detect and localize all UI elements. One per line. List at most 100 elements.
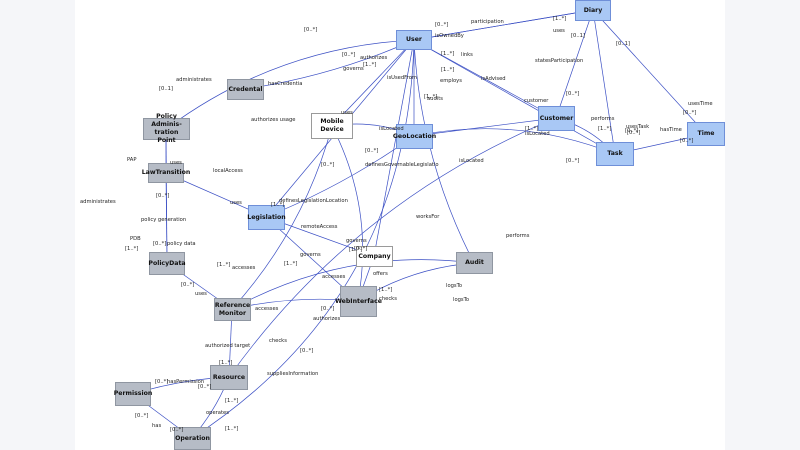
edge-label: [0..*] <box>680 138 694 144</box>
edge-User-Audit <box>413 39 475 264</box>
edge-Diary-Time <box>592 9 707 135</box>
edge-label: performs <box>506 233 530 239</box>
edge-label: [0..*] <box>321 162 335 168</box>
edge-label: employs <box>440 78 462 84</box>
edge-label: governs <box>343 66 364 72</box>
node-permission[interactable]: Permission <box>114 382 152 406</box>
edge-label: uses <box>553 28 565 34</box>
edge-label: hasPermission <box>167 379 205 385</box>
node-credential[interactable]: Credental <box>227 79 264 100</box>
edge-label: [0..1] <box>159 86 173 92</box>
edge-label: administrates <box>80 199 116 205</box>
edge-label: statesParticipation <box>535 58 584 64</box>
edge-label: [0..*] <box>153 241 167 247</box>
node-company[interactable]: Company <box>356 246 393 267</box>
edge-label: isOwnedBy <box>435 33 464 39</box>
node-policy-data[interactable]: PolicyData <box>148 252 186 275</box>
edge-label: isUsedFrom <box>387 75 417 81</box>
edge-label: [0..*] <box>170 427 184 433</box>
edge-label: governs <box>300 252 321 258</box>
edge-label: isLocated <box>459 158 484 164</box>
edge-label: [1..*] <box>219 360 233 366</box>
node-law-transition[interactable]: LawTransition <box>142 163 190 183</box>
edge-label: offers <box>373 271 388 277</box>
edge-User-Credential <box>244 39 415 90</box>
node-reference-monitor[interactable]: Reference Monitor <box>214 298 251 321</box>
edge-Diary-Customer <box>555 9 594 119</box>
edge-label: isLocated <box>525 131 550 137</box>
edge-label: has <box>152 423 162 429</box>
edge-label: [0..*] <box>198 384 212 390</box>
edge-label: authorizes <box>313 316 341 322</box>
edge-label: governs <box>346 238 367 244</box>
edge-label: [1..*] <box>379 287 393 293</box>
node-resource[interactable]: Resource <box>210 365 248 390</box>
edge-label: [0..*] <box>342 52 356 58</box>
edge-label: hasCredentia <box>268 81 303 87</box>
node-diary[interactable]: Diary <box>575 0 611 21</box>
edge-label: [0..*] <box>566 91 580 97</box>
edge-label: [1..*] <box>424 94 438 100</box>
edge-label: localAccess <box>213 168 243 174</box>
edge-label: performs <box>591 116 615 122</box>
node-policy-administration-point[interactable]: Policy Adminis- tration Point <box>143 113 190 144</box>
edge-label: operates <box>206 410 229 416</box>
edge-label: policy generation <box>141 217 187 223</box>
edge-label: [1..*] <box>525 126 539 132</box>
node-mobile-device[interactable]: Mobile Device <box>311 113 353 139</box>
edge-Diary-User <box>413 9 594 41</box>
edge-label: accesses <box>255 306 279 312</box>
node-geolocation[interactable]: GeoLocation <box>393 124 436 149</box>
edge-label: logsTo <box>453 297 470 303</box>
edge-label: audits <box>427 96 443 102</box>
edge-GeoLocation-Legislation <box>265 135 415 218</box>
edge-label: [0..*] <box>304 27 318 33</box>
edge-label: [1..*] <box>598 126 612 132</box>
node-legislation[interactable]: Legislation <box>247 205 286 230</box>
edge-label: [1..*] <box>441 51 455 57</box>
edge-label: authorizes <box>360 55 388 61</box>
edge-label: PDB <box>130 236 141 242</box>
edge-label: [0..*] <box>566 158 580 164</box>
edge-label: [1..*] <box>225 398 239 404</box>
edge-label: [0..*] <box>354 246 368 252</box>
edge-label: hasTime <box>660 127 682 133</box>
edge-Resource-Customer <box>228 117 557 378</box>
edge-label: [1..*] <box>284 261 298 267</box>
edge-label: [1..*] <box>349 247 363 253</box>
right-margin <box>725 0 800 450</box>
edge-label: uses <box>230 200 242 206</box>
edge-label: [1..*] <box>125 246 139 252</box>
left-margin <box>0 0 75 450</box>
edge-label: logsTo <box>446 283 463 289</box>
edge-label: links <box>461 52 473 58</box>
edge-label: accesses <box>322 274 346 280</box>
edge-label: [1..*] <box>217 262 231 268</box>
edge-label: authorized target <box>205 343 251 349</box>
edge-label: [0..*] <box>365 148 379 154</box>
edge-label: [0..*] <box>300 348 314 354</box>
edge-label: remoteAccess <box>301 224 338 230</box>
edge-label: uses <box>341 110 353 116</box>
edge-User-Task <box>413 39 616 155</box>
edge-label: [0..*] <box>156 193 170 199</box>
edge-Diary-Task <box>591 9 616 155</box>
node-web-interface[interactable]: WebInterface <box>335 286 382 317</box>
node-task[interactable]: Task <box>596 142 634 166</box>
edge-label: [1..*] <box>441 67 455 73</box>
node-user[interactable]: User <box>396 30 432 50</box>
edge-label: definesGovernableLegislatio <box>365 162 439 168</box>
node-customer[interactable]: Customer <box>538 106 575 131</box>
edge-label: administrates <box>176 77 212 83</box>
edge-label: [1..*] <box>225 426 239 432</box>
edge-label: [0..*] <box>627 130 641 136</box>
edge-label: [1..*] <box>553 16 567 22</box>
edge-label: usesTask <box>626 124 650 130</box>
node-audit[interactable]: Audit <box>456 252 493 274</box>
edge-label: worksFor <box>416 214 440 220</box>
edge-label: [0..*] <box>135 413 149 419</box>
edge-label: [0..*] <box>155 379 169 385</box>
edge-label: accesses <box>232 265 256 271</box>
edge-label: participation <box>471 19 504 25</box>
node-time[interactable]: Time <box>687 122 725 146</box>
